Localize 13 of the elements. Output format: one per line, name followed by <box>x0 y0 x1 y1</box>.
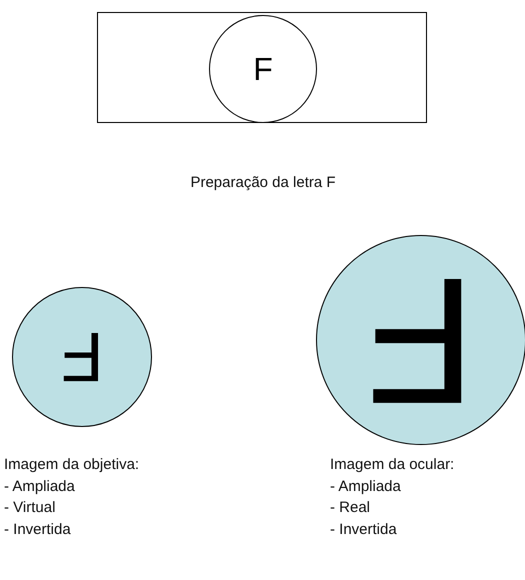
list-item: - Invertida <box>4 520 72 540</box>
letter: F <box>253 53 273 85</box>
inverted-letter: F <box>60 322 104 392</box>
list-item: - Ampliada <box>4 476 76 496</box>
list-item: - Ampliada <box>330 476 402 496</box>
node-label: Imagem da ocular: <box>330 455 456 475</box>
specimen-slide-box <box>97 12 427 123</box>
node-label: Preparação da letra F <box>189 173 337 193</box>
node-label: Imagem da objetiva: <box>4 455 140 475</box>
list-item: - Invertida <box>330 520 398 540</box>
list-item: - Real <box>330 498 372 518</box>
inverted-letter: F <box>366 250 476 430</box>
list-item: - Virtual <box>4 498 56 518</box>
